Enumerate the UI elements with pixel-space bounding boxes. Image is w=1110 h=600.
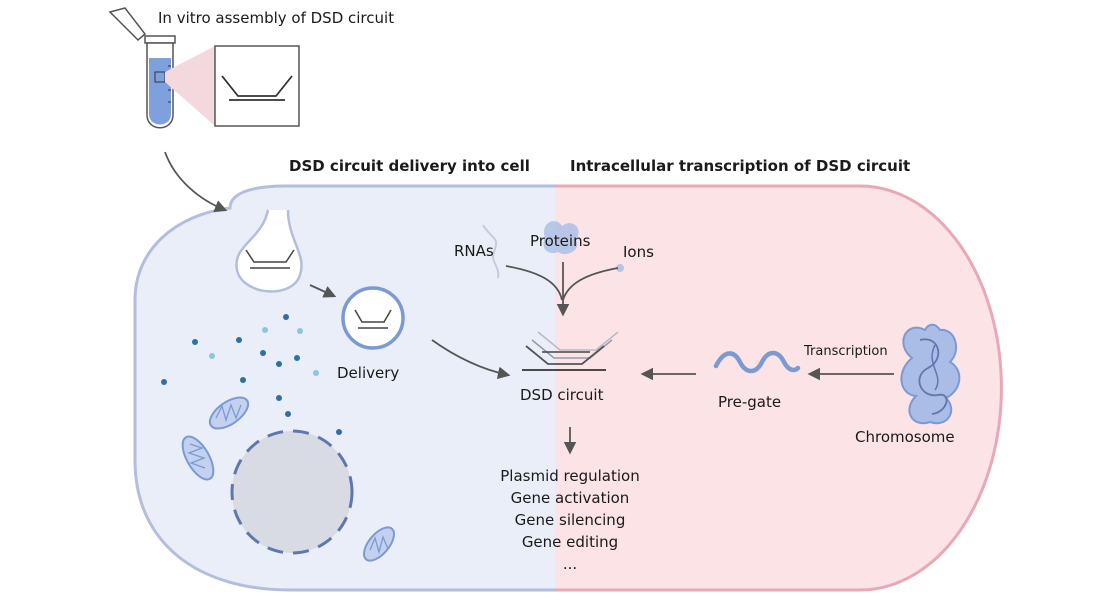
output-item: Plasmid regulation xyxy=(500,467,640,485)
zoom-wedge xyxy=(165,46,215,126)
label-pre-gate: Pre-gate xyxy=(718,393,782,411)
mitochondrion-icon xyxy=(181,435,215,481)
molecule-dots xyxy=(161,314,342,435)
pre-gate-strand-icon xyxy=(713,350,801,374)
dsd-circuit-icon xyxy=(522,331,619,371)
zoom-box xyxy=(214,45,300,127)
arrow-pocket-to-vesicle xyxy=(309,284,337,298)
nucleus xyxy=(230,429,354,555)
delivery-vesicle xyxy=(341,286,405,350)
label-ions: Ions xyxy=(623,243,654,261)
label-rnas: RNAs xyxy=(454,242,494,260)
test-tube-icon xyxy=(108,7,176,129)
mitochondrion-icon xyxy=(208,396,250,430)
chromosome-icon xyxy=(900,323,961,425)
mitochondrion-icon xyxy=(363,526,395,562)
arrow-to-cell xyxy=(164,151,228,213)
label-transcription: Transcription xyxy=(804,344,888,359)
label-dsd-circuit: DSD circuit xyxy=(520,386,604,404)
title-in-vitro-assembly: In vitro assembly of DSD circuit xyxy=(158,9,395,27)
title-delivery: DSD circuit delivery into cell xyxy=(289,157,530,175)
label-delivery: Delivery xyxy=(337,364,400,382)
output-item-ellipsis: ... xyxy=(562,555,578,573)
label-proteins: Proteins xyxy=(530,232,591,250)
output-item: Gene silencing xyxy=(514,511,626,529)
input-arrows xyxy=(505,262,619,317)
cell-outline-left xyxy=(133,184,555,592)
rna-strand xyxy=(482,224,500,279)
output-item: Gene activation xyxy=(510,489,630,507)
endocytosis-pocket xyxy=(235,209,303,293)
ion-dot xyxy=(616,264,624,272)
outputs-list: Plasmid regulation Gene activation Gene … xyxy=(460,465,680,575)
arrow-vesicle-to-circuit xyxy=(431,339,511,380)
output-item: Gene editing xyxy=(521,533,619,551)
cell-outline-right xyxy=(555,184,1003,592)
protein-blob xyxy=(543,221,579,255)
title-transcription: Intracellular transcription of DSD circu… xyxy=(570,157,911,175)
label-chromosome: Chromosome xyxy=(855,428,955,446)
